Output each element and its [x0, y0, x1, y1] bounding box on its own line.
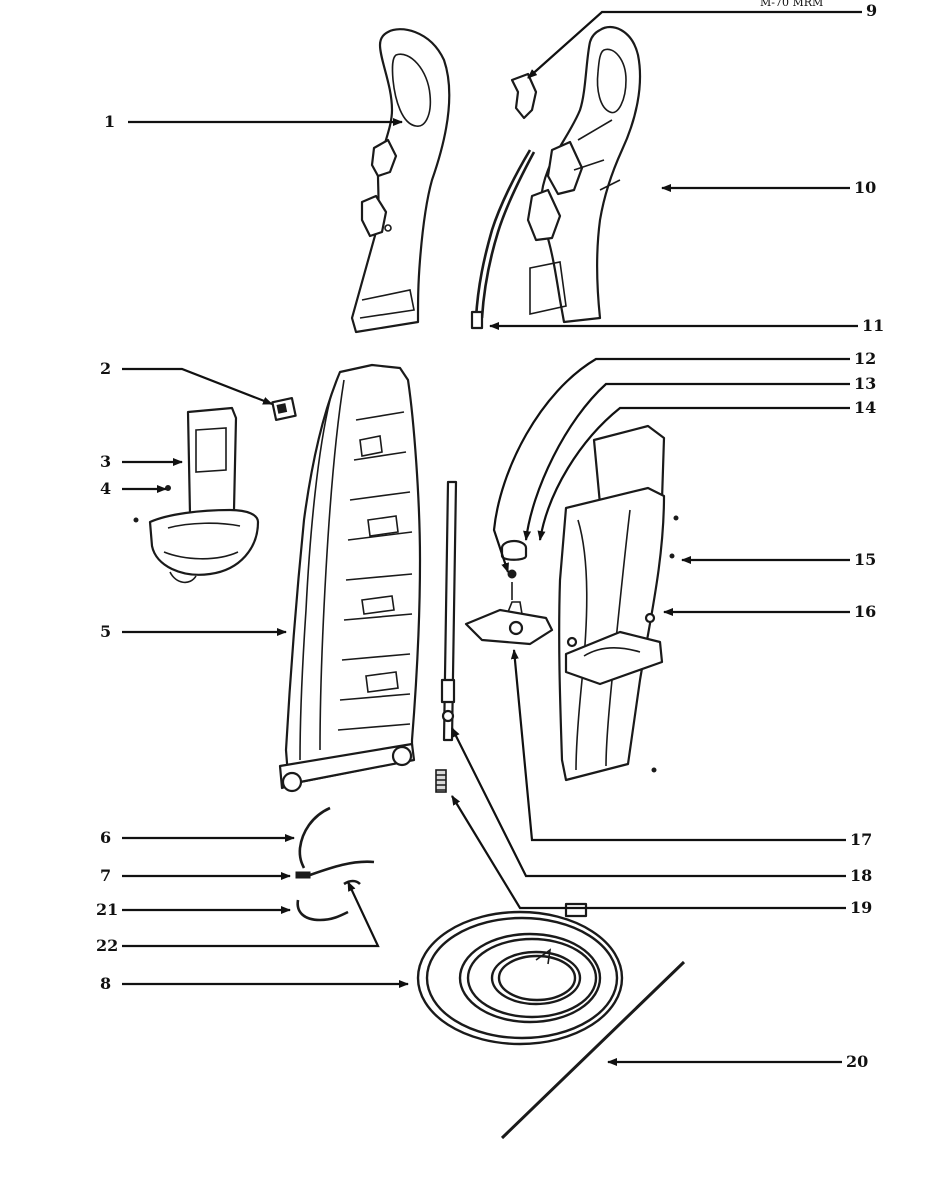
header-fragment: M-70 MRM [760, 0, 823, 9]
callout-3: 3 [100, 452, 111, 471]
callout-12: 12 [854, 349, 876, 368]
callout-14: 14 [854, 398, 876, 417]
part-8-cord-coil [416, 902, 624, 1046]
callout-5: 5 [100, 622, 111, 641]
callout-21: 21 [96, 900, 118, 919]
part-22-wire [343, 879, 361, 886]
callout-15: 15 [854, 550, 876, 569]
part-6-wire [298, 806, 331, 869]
callout-20: 20 [846, 1052, 868, 1071]
part-15-screws [651, 515, 679, 773]
part-13-knob [500, 539, 528, 561]
part-21-wire [296, 899, 349, 922]
part-19-spring [435, 769, 447, 793]
part-3-housing [148, 406, 260, 584]
part-10-handle-front [526, 25, 642, 324]
callout-18: 18 [850, 866, 872, 885]
callout-2: 2 [100, 359, 111, 378]
callout-1: 1 [104, 112, 115, 131]
callout-9: 9 [866, 1, 877, 20]
part-2-switch [271, 397, 297, 421]
part-1-handle-rear [350, 28, 451, 334]
callout-10: 10 [854, 178, 876, 197]
callout-22: 22 [96, 936, 118, 955]
part-12-washer [507, 569, 517, 600]
part-17-pedal [464, 601, 554, 646]
callout-17: 17 [850, 830, 872, 849]
callout-6: 6 [100, 828, 111, 847]
part-16-rear-cover [558, 424, 666, 782]
part-5-main-body [278, 363, 422, 793]
callout-13: 13 [854, 374, 876, 393]
part-7-connector [295, 860, 375, 879]
callout-16: 16 [854, 602, 876, 621]
part-11-rod [470, 149, 536, 330]
callout-7: 7 [100, 866, 111, 885]
callout-8: 8 [100, 974, 111, 993]
part-20-rod [500, 960, 686, 1140]
part-18-long-rod [440, 480, 458, 742]
part-9-clip [510, 72, 538, 120]
callout-11: 11 [862, 316, 884, 335]
callout-labels: 1 2 3 4 5 6 7 8 9 10 11 12 13 14 15 16 1… [96, 1, 884, 1071]
callout-19: 19 [850, 898, 872, 917]
leader-lines [122, 10, 862, 1066]
callout-4: 4 [100, 479, 111, 498]
